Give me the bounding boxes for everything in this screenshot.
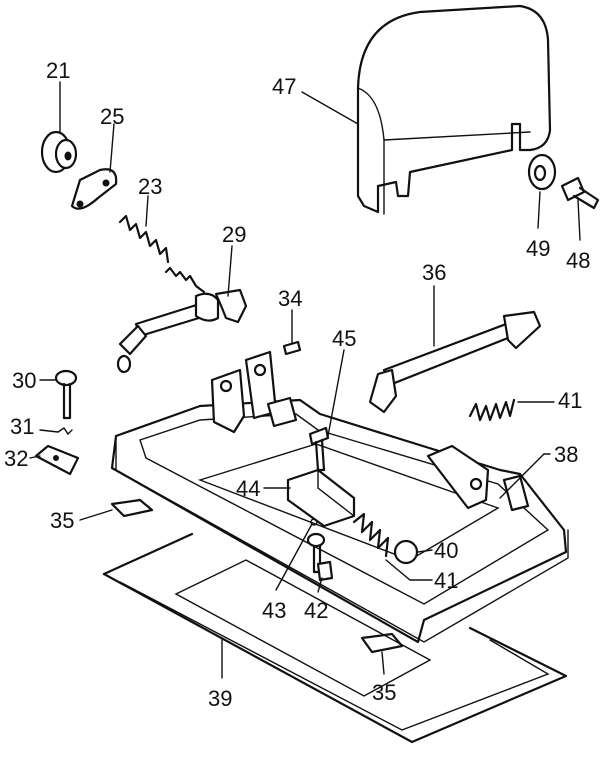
callout-41-lower: 41	[434, 568, 458, 593]
callout-29: 29	[222, 222, 246, 247]
callout-47: 47	[272, 74, 296, 99]
part-35-foot-right	[360, 632, 404, 654]
part-40-ball	[393, 539, 419, 565]
part-49-washer	[527, 153, 557, 191]
callout-34: 34	[278, 286, 302, 311]
part-39-base-plate	[102, 532, 568, 744]
leader-lines	[29, 81, 581, 679]
callout-30: 30	[12, 368, 36, 393]
callout-48: 48	[566, 248, 590, 273]
callout-45: 45	[332, 326, 356, 351]
part-45-screw	[308, 426, 330, 472]
part-43-washer	[310, 518, 318, 526]
part-34-pin	[282, 340, 302, 356]
part-35-foot-left	[110, 498, 154, 518]
callout-35-right: 35	[372, 680, 396, 705]
part-44-slider	[286, 468, 356, 528]
callout-49: 49	[526, 236, 550, 261]
part-42-screw	[306, 532, 334, 582]
part-25-bracket	[70, 168, 118, 210]
callout-44: 44	[236, 476, 260, 501]
part-47-cover	[356, 4, 552, 215]
part-38-base-frame	[110, 350, 569, 644]
part-29-shaft	[116, 266, 248, 374]
callout-36: 36	[422, 260, 446, 285]
callout-42: 42	[304, 598, 328, 623]
callout-38: 38	[554, 442, 578, 467]
part-41-spring-lower	[352, 512, 390, 558]
part-21-gear	[40, 130, 78, 174]
part-30-screw	[54, 369, 78, 420]
callout-21: 21	[46, 58, 70, 83]
part-36-rod	[368, 310, 542, 414]
callout-39: 39	[208, 686, 232, 711]
callout-25: 25	[100, 104, 124, 129]
callout-40: 40	[434, 538, 458, 563]
callout-labels: 21 25 23 29 47 49 48 34 36 45 41 30 31 3…	[4, 58, 590, 711]
callout-41-upper: 41	[558, 388, 582, 413]
callout-35-left: 35	[50, 508, 74, 533]
part-31-clip	[57, 427, 73, 436]
callout-43: 43	[262, 598, 286, 623]
callout-32: 32	[4, 446, 28, 471]
part-41-spring-upper	[468, 398, 516, 422]
callout-23: 23	[138, 174, 162, 199]
part-48-screw	[560, 176, 600, 210]
part-32-latch	[34, 444, 80, 476]
callout-31: 31	[10, 414, 34, 439]
part-23-spring	[118, 214, 170, 264]
